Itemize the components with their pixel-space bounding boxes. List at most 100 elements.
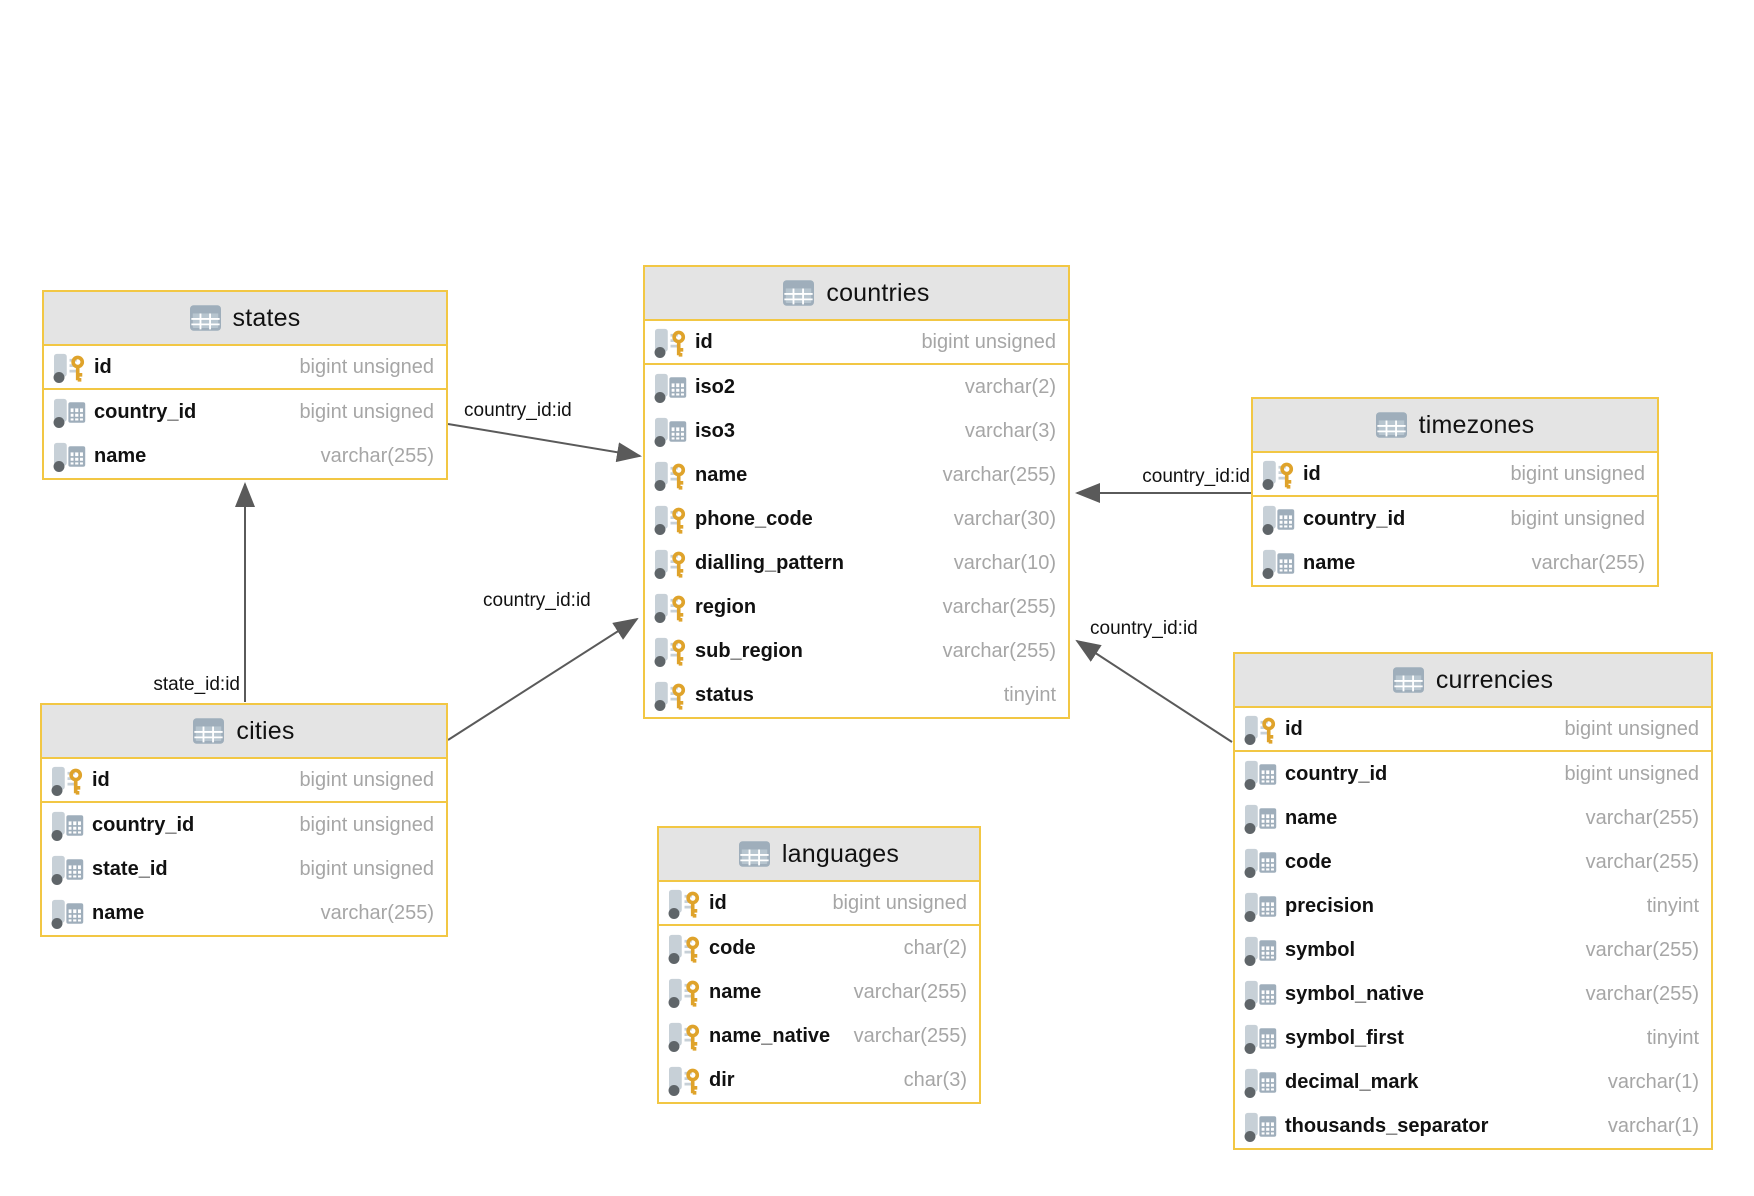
column-name: symbol_native xyxy=(1285,982,1424,1005)
column-icon xyxy=(50,854,85,885)
table-timezones[interactable]: timezones id bigint unsigned xyxy=(1251,397,1659,587)
column-row-countries-iso3[interactable]: iso3 varchar(3) xyxy=(645,409,1068,453)
column-row-countries-phone_code[interactable]: phone_code varchar(30) xyxy=(645,497,1068,541)
column-icon xyxy=(1243,847,1278,878)
column-row-currencies-id[interactable]: id bigint unsigned xyxy=(1235,708,1711,752)
column-name: id xyxy=(1303,462,1321,485)
column-row-languages-name_native[interactable]: name_native varchar(255) xyxy=(659,1014,979,1058)
column-row-cities-state_id[interactable]: state_id bigint unsigned xyxy=(42,847,446,891)
table-rows: id bigint unsigned country_id bigint uns… xyxy=(44,346,446,478)
table-countries[interactable]: countries id bigint unsigned xyxy=(643,265,1070,719)
column-icon xyxy=(653,548,688,579)
column-type: varchar(255) xyxy=(853,980,967,1003)
column-row-cities-name[interactable]: name varchar(255) xyxy=(42,891,446,935)
column-row-states-name[interactable]: name varchar(255) xyxy=(44,434,446,478)
column-name: country_id xyxy=(1303,507,1406,530)
column-type: varchar(255) xyxy=(942,595,1056,618)
column-row-currencies-thousands_separator[interactable]: thousands_separator varchar(1) xyxy=(1235,1104,1711,1148)
table-states[interactable]: states id bigint unsigned xyxy=(42,290,448,480)
grid-icon xyxy=(1259,939,1277,961)
column-name: symbol xyxy=(1285,938,1356,961)
column-name: region xyxy=(695,595,757,618)
column-row-currencies-symbol[interactable]: symbol varchar(255) xyxy=(1235,928,1711,972)
column-row-countries-region[interactable]: region varchar(255) xyxy=(645,585,1068,629)
column-type: varchar(255) xyxy=(1585,850,1699,873)
grid-icon xyxy=(669,376,687,398)
relationship-currencies-country_id-to-countries[interactable]: country_id:id xyxy=(1075,618,1233,743)
key-icon xyxy=(684,1068,700,1095)
table-header[interactable]: timezones xyxy=(1253,399,1657,453)
table-header[interactable]: currencies xyxy=(1235,654,1711,708)
column-row-timezones-country_id[interactable]: country_id bigint unsigned xyxy=(1253,497,1657,541)
column-row-countries-dialling_pattern[interactable]: dialling_pattern varchar(10) xyxy=(645,541,1068,585)
relationship-line[interactable] xyxy=(1075,639,1233,743)
grid-icon xyxy=(1259,763,1277,785)
column-type: bigint unsigned xyxy=(1564,762,1699,785)
column-name: id xyxy=(94,355,112,378)
relationship-line[interactable] xyxy=(447,423,642,463)
table-rows: id bigint unsigned code char(2) xyxy=(659,882,979,1102)
column-icon xyxy=(667,888,702,919)
column-row-countries-iso2[interactable]: iso2 varchar(2) xyxy=(645,365,1068,409)
column-row-states-id[interactable]: id bigint unsigned xyxy=(44,346,446,390)
column-icon xyxy=(52,352,87,383)
relationship-states-country_id-to-countries[interactable]: country_id:id xyxy=(447,400,642,463)
table-rows: id bigint unsigned iso2 varchar(2) xyxy=(645,321,1068,717)
column-row-countries-sub_region[interactable]: sub_region varchar(255) xyxy=(645,629,1068,673)
column-row-cities-id[interactable]: id bigint unsigned xyxy=(42,759,446,803)
column-type: bigint unsigned xyxy=(1510,462,1645,485)
key-icon xyxy=(670,330,686,357)
column-row-states-country_id[interactable]: country_id bigint unsigned xyxy=(44,390,446,434)
column-row-countries-id[interactable]: id bigint unsigned xyxy=(645,321,1068,365)
relationship-line[interactable] xyxy=(447,617,639,741)
column-row-currencies-symbol_native[interactable]: symbol_native varchar(255) xyxy=(1235,972,1711,1016)
column-name: name_native xyxy=(709,1024,831,1047)
column-row-timezones-id[interactable]: id bigint unsigned xyxy=(1253,453,1657,497)
table-currencies[interactable]: currencies id bigint unsigned xyxy=(1233,652,1713,1150)
column-row-languages-dir[interactable]: dir char(3) xyxy=(659,1058,979,1102)
column-icon xyxy=(653,327,688,358)
column-row-languages-code[interactable]: code char(2) xyxy=(659,926,979,970)
column-type: bigint unsigned xyxy=(832,891,967,914)
column-row-currencies-precision[interactable]: precision tinyint xyxy=(1235,884,1711,928)
column-row-currencies-name[interactable]: name varchar(255) xyxy=(1235,796,1711,840)
column-name: name xyxy=(94,444,147,467)
column-icon xyxy=(1243,1111,1278,1142)
table-title: languages xyxy=(781,839,900,868)
relationship-timezones-country_id-to-countries[interactable]: country_id:id xyxy=(1075,466,1251,503)
column-type: varchar(255) xyxy=(942,639,1056,662)
relationship-cities-country_id-to-countries[interactable]: country_id:id xyxy=(447,590,639,741)
column-row-currencies-code[interactable]: code varchar(255) xyxy=(1235,840,1711,884)
grid-icon xyxy=(1259,1071,1277,1093)
table-cities[interactable]: cities id bigint unsigned xyxy=(40,703,448,937)
column-row-currencies-decimal_mark[interactable]: decimal_mark varchar(1) xyxy=(1235,1060,1711,1104)
column-icon xyxy=(1243,1023,1278,1054)
column-type: varchar(255) xyxy=(1585,938,1699,961)
column-row-currencies-country_id[interactable]: country_id bigint unsigned xyxy=(1235,752,1711,796)
column-row-cities-country_id[interactable]: country_id bigint unsigned xyxy=(42,803,446,847)
column-row-timezones-name[interactable]: name varchar(255) xyxy=(1253,541,1657,585)
table-icon xyxy=(193,718,225,744)
table-header[interactable]: languages xyxy=(659,828,979,882)
table-title: countries xyxy=(826,278,930,307)
grid-icon xyxy=(1259,983,1277,1005)
column-row-languages-id[interactable]: id bigint unsigned xyxy=(659,882,979,926)
key-icon xyxy=(69,355,85,382)
column-type: bigint unsigned xyxy=(299,857,434,880)
table-languages[interactable]: languages id bigint unsigned xyxy=(657,826,981,1104)
relationship-cities-state_id-to-states[interactable]: state_id:id xyxy=(153,482,255,702)
table-header[interactable]: cities xyxy=(42,705,446,759)
column-row-currencies-symbol_first[interactable]: symbol_first tinyint xyxy=(1235,1016,1711,1060)
column-row-languages-name[interactable]: name varchar(255) xyxy=(659,970,979,1014)
grid-icon xyxy=(1259,1115,1277,1137)
key-icon xyxy=(670,683,686,710)
column-icon xyxy=(1243,759,1278,790)
column-row-countries-status[interactable]: status tinyint xyxy=(645,673,1068,717)
column-type: bigint unsigned xyxy=(921,330,1056,353)
column-row-countries-name[interactable]: name varchar(255) xyxy=(645,453,1068,497)
column-icon xyxy=(52,397,87,428)
column-name: code xyxy=(1285,850,1332,873)
table-header[interactable]: countries xyxy=(645,267,1068,321)
table-header[interactable]: states xyxy=(44,292,446,346)
